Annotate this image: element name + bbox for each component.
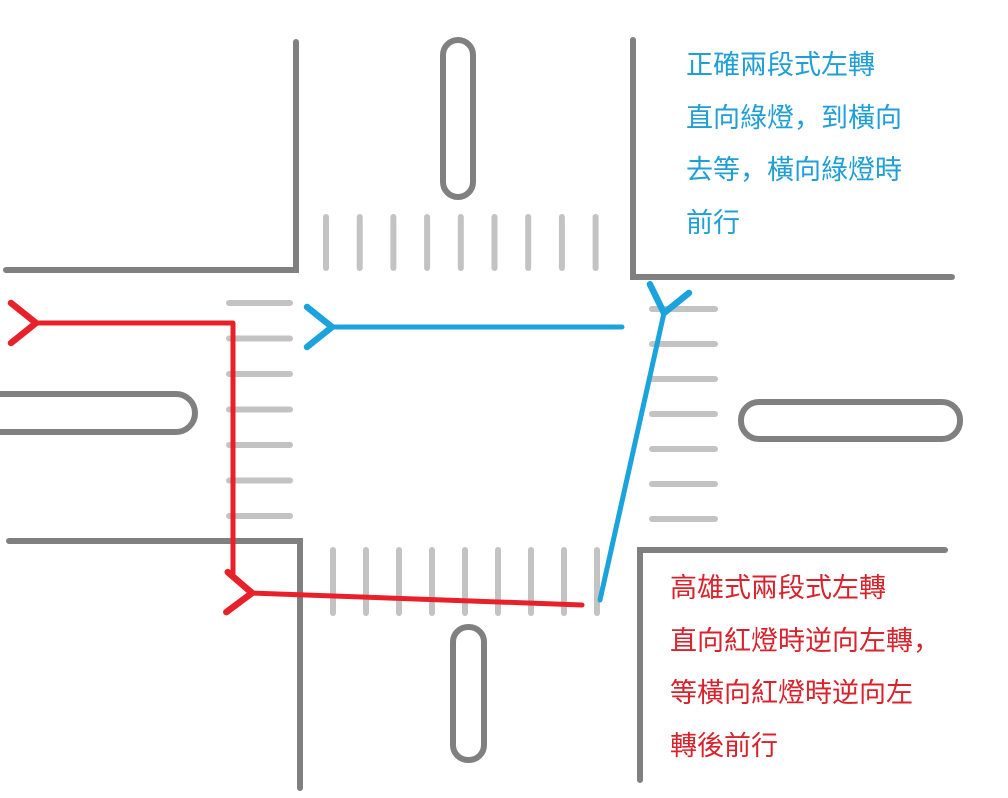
note-line: 轉後前行 [670,730,778,762]
median-south [450,624,487,763]
note-line: 直向綠燈，到橫向 [686,102,902,134]
note-line: 去等，橫向綠燈時 [686,155,902,186]
median-west [0,391,198,435]
road-edges [3,37,955,791]
note-line: 高雄式兩段式左轉 [670,573,886,604]
kaohsiung-two-stage-note: 高雄式兩段式左轉 直向紅燈時逆向左轉， 等橫向紅燈時逆向左 轉後前行 [670,563,940,773]
note-line: 前行 [686,207,740,239]
medians [0,37,963,763]
red-arrow-west-bottom [223,568,585,616]
curb-bottom-left [6,538,303,791]
correct-two-stage-note: 正確兩段式左轉 直向綠燈，到橫向 去等，橫向綠燈時 前行 [686,40,902,250]
red-arrow-north-west [7,299,236,576]
kaohsiung-left-turn-path [7,299,585,616]
note-line: 等橫向紅燈時逆向左 [670,678,913,709]
correct-left-turn-path [303,280,693,603]
blue-arrow-north [597,280,693,603]
curb-top-right [630,37,955,280]
median-north [440,37,476,200]
note-line: 直向紅燈時逆向左轉， [670,625,940,657]
curb-bottom-right [637,547,948,783]
note-line: 正確兩段式左轉 [686,50,875,81]
median-east [738,399,963,442]
curb-top-left [3,39,299,273]
